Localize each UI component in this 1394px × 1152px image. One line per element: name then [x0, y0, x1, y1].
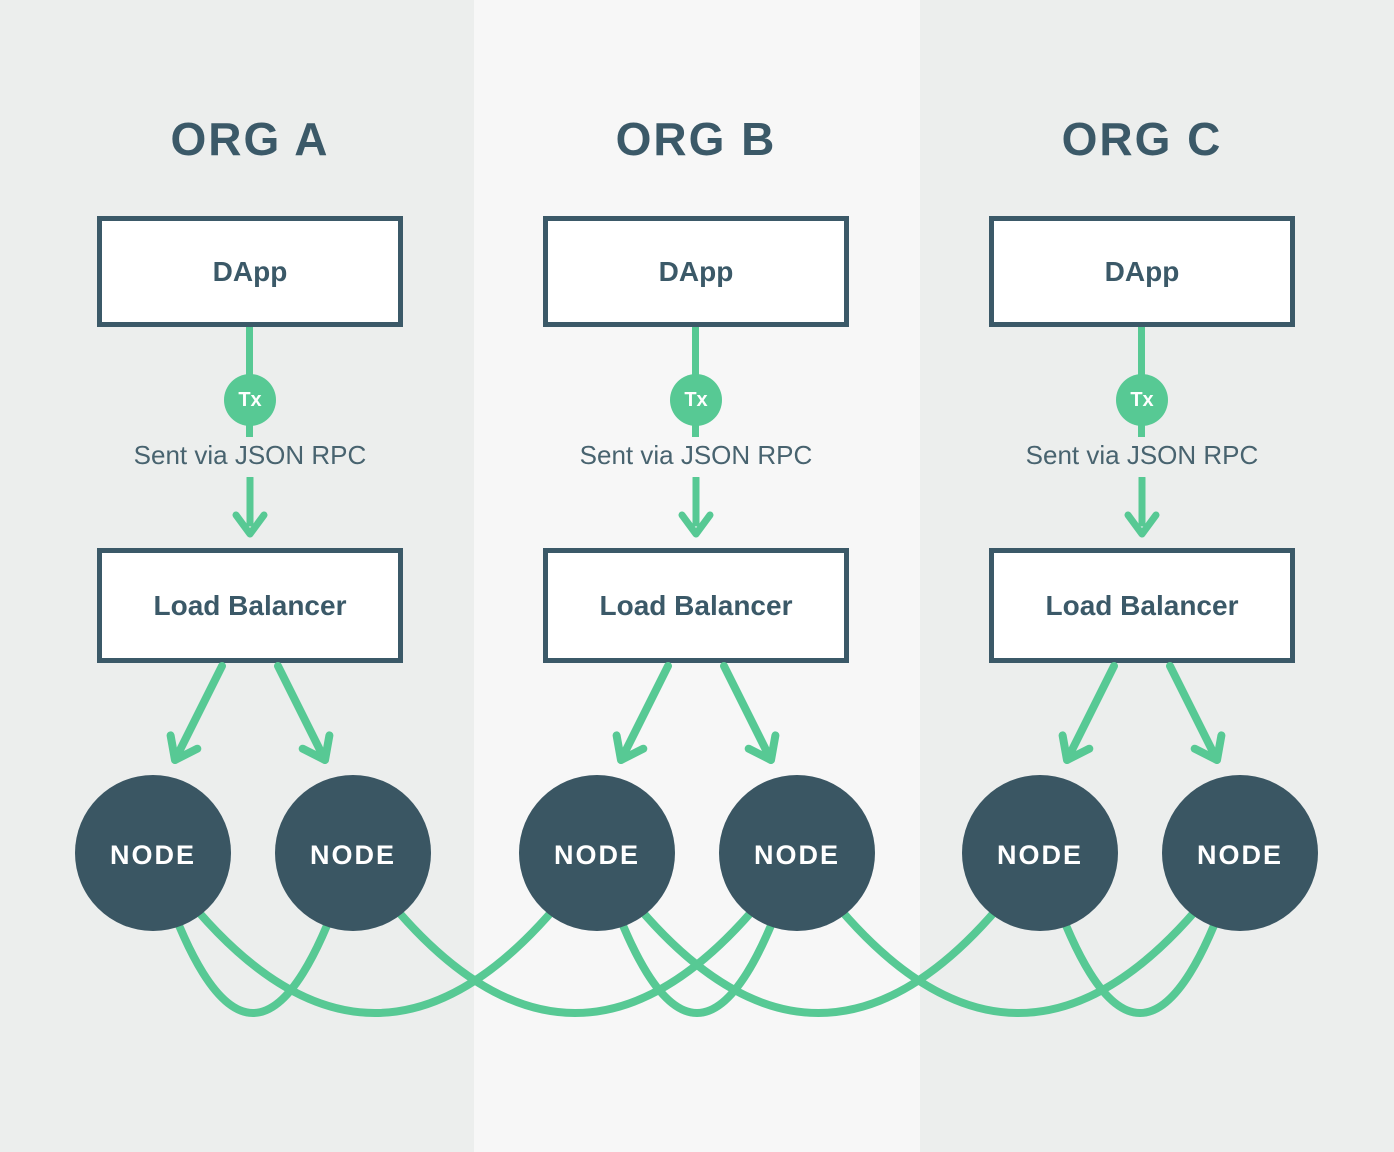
- dapp-label: DApp: [212, 255, 288, 287]
- node-circle: [962, 775, 1118, 931]
- load-balancer-label: Load Balancer: [153, 589, 347, 621]
- mesh-connection: [1036, 849, 1244, 1017]
- mesh-connection: [149, 849, 601, 1017]
- rpc-caption: Sent via JSON RPC: [1025, 440, 1259, 470]
- dapp-box: DApp: [97, 216, 403, 327]
- node-circle: [1162, 775, 1318, 931]
- org-b-title: ORG B: [615, 113, 777, 165]
- rpc-caption: Sent via JSON RPC: [133, 440, 367, 470]
- lb-to-node-arrow: [274, 662, 334, 764]
- lb-to-node-arrow: [612, 662, 672, 764]
- node-label: NODE: [997, 840, 1083, 870]
- dapp-label: DApp: [658, 255, 734, 287]
- node-label: NODE: [1197, 840, 1283, 870]
- lb-to-node-arrow: [1058, 662, 1118, 764]
- tx-badge: Tx: [1116, 374, 1168, 426]
- mesh-connection: [593, 849, 1044, 1017]
- mesh-connection: [149, 849, 357, 1017]
- node-label: NODE: [554, 840, 640, 870]
- node-circle: [519, 775, 675, 931]
- node-circle: [275, 775, 431, 931]
- tx-badge: Tx: [224, 374, 276, 426]
- dapp-box: DApp: [989, 216, 1295, 327]
- load-balancer-label: Load Balancer: [599, 589, 793, 621]
- down-arrow-icon: [678, 477, 714, 538]
- org-c-title: ORG C: [1061, 113, 1223, 165]
- mesh-connection: [349, 849, 801, 1017]
- org-a-title: ORG A: [170, 113, 330, 165]
- lb-to-node-arrow: [166, 662, 226, 764]
- node-label: NODE: [754, 840, 840, 870]
- tx-badge: Tx: [670, 374, 722, 426]
- lb-to-node-arrow: [1166, 662, 1226, 764]
- lb-to-node-arrow: [720, 662, 780, 764]
- load-balancer-box: Load Balancer: [989, 548, 1295, 663]
- node-circle: [75, 775, 231, 931]
- load-balancer-box: Load Balancer: [543, 548, 849, 663]
- down-arrow-icon: [232, 477, 268, 538]
- rpc-caption: Sent via JSON RPC: [579, 440, 813, 470]
- node-label: NODE: [110, 840, 196, 870]
- org-c-column: ORG C DApp Tx Sent via JSON RPC Load Bal…: [989, 0, 1295, 1152]
- mesh-connection: [593, 849, 801, 1017]
- org-b-column: ORG B DApp Tx Sent via JSON RPC Load Bal…: [543, 0, 849, 1152]
- load-balancer-box: Load Balancer: [97, 548, 403, 663]
- dapp-box: DApp: [543, 216, 849, 327]
- load-balancer-label: Load Balancer: [1045, 589, 1239, 621]
- down-arrow-icon: [1124, 477, 1160, 538]
- mesh-connection: [793, 849, 1244, 1017]
- node-circle: [719, 775, 875, 931]
- org-a-column: ORG A DApp Tx Sent via JSON RPC Load Bal…: [97, 0, 403, 1152]
- node-label: NODE: [310, 840, 396, 870]
- dapp-label: DApp: [1104, 255, 1180, 287]
